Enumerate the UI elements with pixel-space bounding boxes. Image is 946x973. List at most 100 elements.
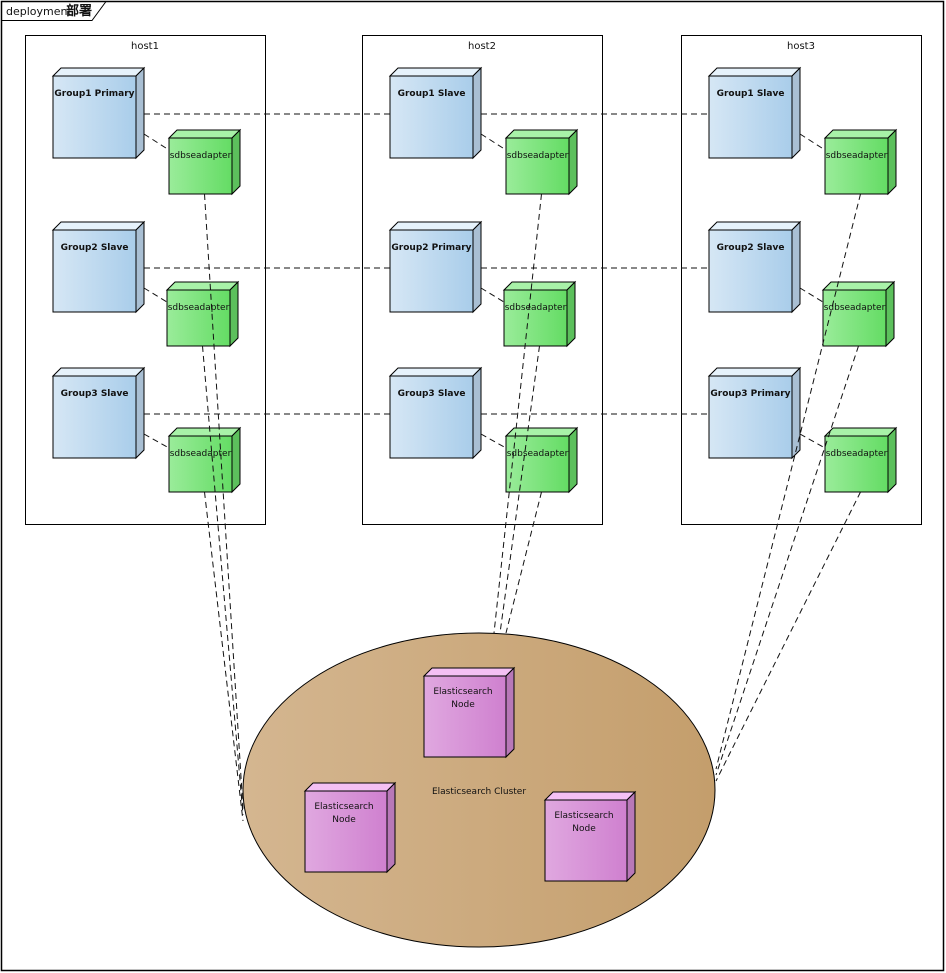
node-adapter-link [143,433,170,449]
adapter-cluster-link [493,193,542,634]
group-node[interactable]: Group2 Primary [388,220,483,314]
group-node-face [52,229,137,313]
adapter-node-top [167,427,242,437]
adapter-cluster-link [499,345,540,634]
adapter-cluster-link [202,345,244,816]
adapter-cluster-link [505,491,542,634]
adapter-node-label: sdbseadapter [507,449,569,459]
group-node-face [52,75,137,159]
cluster-label: Elasticsearch Cluster [432,787,526,797]
adapter-node[interactable]: sdbseadapter [167,128,242,196]
group-node[interactable]: Group1 Slave [707,66,802,160]
adapter-node[interactable]: sdbseadapter [823,128,898,196]
es-node-label-line1: Elasticsearch [314,802,373,812]
group-node[interactable]: Group3 Primary [707,366,802,460]
adapter-node-face [822,289,887,347]
node-adapter-link [480,133,507,151]
adapter-node-top [504,427,579,437]
group-node-side [135,66,145,160]
adapter-node[interactable]: sdbseadapter [504,128,579,196]
node-adapter-link [480,287,505,303]
group-node-top [707,67,802,77]
group-node[interactable]: Group2 Slave [51,220,146,314]
adapter-node[interactable]: sdbseadapter [821,280,896,348]
group-node-side [791,66,801,160]
es-node-label-line2: Node [451,700,475,710]
group-node-side [472,66,482,160]
adapter-node-top [167,129,242,139]
adapter-node[interactable]: sdbseadapter [165,280,240,348]
es-node-top [422,667,516,677]
elasticsearch-cluster[interactable]: Elasticsearch ClusterElasticsearchNodeEl… [242,632,716,948]
adapter-node-label: sdbseadapter [824,303,886,313]
es-node-side [386,781,396,874]
node-adapter-link [799,287,824,303]
adapter-node[interactable]: sdbseadapter [167,426,242,494]
frame-kind: deployment [6,5,72,18]
adapter-cluster-link [204,491,244,822]
group-node-face [389,375,474,459]
adapter-node-side [568,128,578,196]
adapter-node-side [566,280,576,348]
adapter-node-label: sdbseadapter [170,151,232,161]
group-node-label: Group2 Primary [391,243,471,253]
adapter-node-top [504,129,579,139]
group-node-side [791,220,801,314]
group-node-label: Group1 Primary [54,89,134,99]
group-node-side [472,366,482,460]
node-adapter-link [143,133,170,151]
group-node-label: Group1 Slave [398,89,466,99]
host-name: host1 [131,41,159,52]
es-node-label-line2: Node [332,815,356,825]
group-node-face [708,375,793,459]
group-node[interactable]: Group3 Slave [51,366,146,460]
es-node-face [304,790,388,873]
adapter-node-face [503,289,568,347]
host-name: host2 [468,41,496,52]
group-node[interactable]: Group3 Slave [388,366,483,460]
group-node-face [708,75,793,159]
es-node-side [505,666,515,759]
adapter-node-side [885,280,895,348]
group-node[interactable]: Group2 Slave [707,220,802,314]
adapter-cluster-link [715,193,861,770]
adapter-cluster-link [204,193,244,810]
group-node[interactable]: Group1 Primary [51,66,146,160]
node-adapter-link [143,287,168,303]
group-node[interactable]: Group1 Slave [388,66,483,160]
group-node-label: Group1 Slave [717,89,785,99]
adapter-node[interactable]: sdbseadapter [504,426,579,494]
group-node-side [135,220,145,314]
adapter-node-top [821,281,896,291]
group-node-top [707,367,802,377]
es-node-label-line1: Elasticsearch [554,811,613,821]
adapter-node-side [231,128,241,196]
group-node-top [51,221,146,231]
group-node-label: Group3 Slave [61,389,129,399]
adapter-node-face [505,435,570,493]
group-node-face [52,375,137,459]
es-node-side [626,790,636,883]
group-node-label: Group2 Slave [717,243,785,253]
group-node-face [389,229,474,313]
group-node-top [51,67,146,77]
adapter-node-label: sdbseadapter [168,303,230,313]
group-node-top [388,367,483,377]
es-node-face [544,799,628,882]
adapter-node-label: sdbseadapter [507,151,569,161]
adapter-node-side [231,426,241,494]
frame-title: 部署 [66,3,92,19]
adapter-node-side [568,426,578,494]
group-node-top [388,67,483,77]
adapter-node[interactable]: sdbseadapter [823,426,898,494]
adapter-node[interactable]: sdbseadapter [502,280,577,348]
adapter-node-top [502,281,577,291]
node-adapter-link [799,133,826,151]
